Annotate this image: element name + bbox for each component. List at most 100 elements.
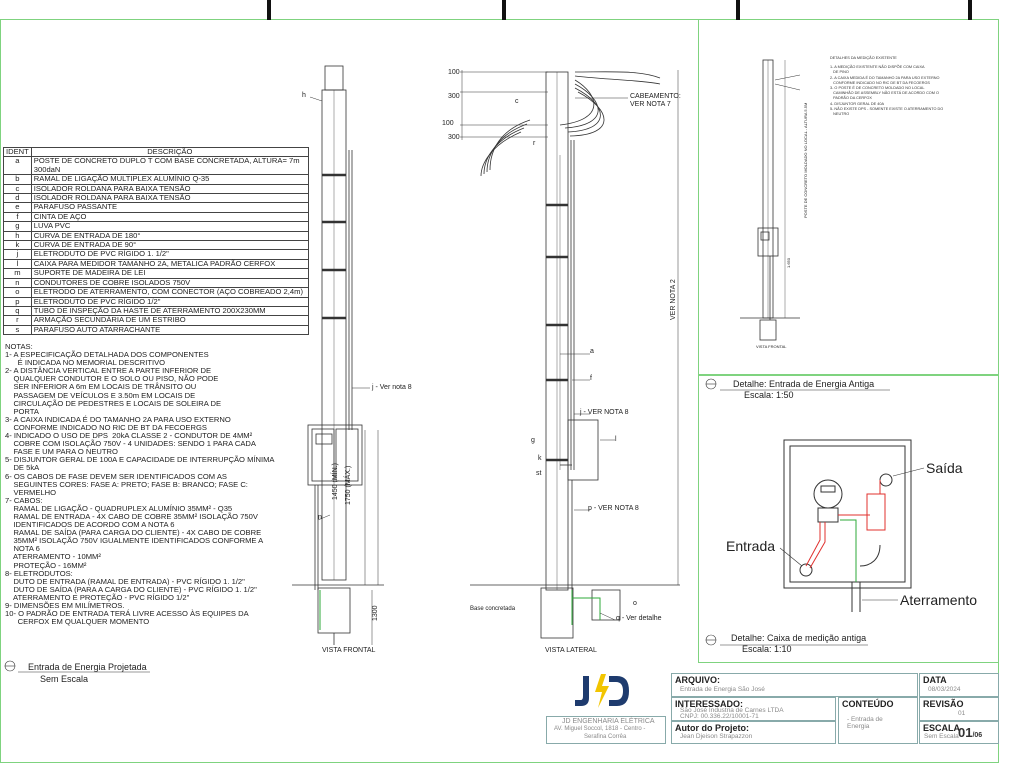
- notes-block: NOTAS: 1- A ESPECIFICAÇÃO DETALHADA DOS …: [5, 342, 275, 627]
- old-pole-caption: POSTE DE CONCRETO MOLDADO NO LOCAL - ALT…: [803, 102, 808, 218]
- note-line: VERMELHO: [5, 487, 57, 497]
- label-lateral-o: o: [633, 600, 637, 607]
- note-line: DE 5kA: [5, 463, 40, 473]
- label-lateral-p: p - VER NOTA 8: [588, 505, 639, 512]
- legend-description: CONDUTORES DE COBRE ISOLADOS 750V: [30, 277, 309, 289]
- note-line: QUALQUER CONDUTOR E O SOLO OU PISO, NÃO …: [5, 374, 219, 384]
- tb-revisao: REVISÃO 01: [919, 697, 999, 721]
- note-line: CERFOX EM QUALQUER MOMENTO: [5, 617, 150, 627]
- old-box-frame: [698, 374, 999, 663]
- tb-revisao-value: 01: [958, 710, 966, 717]
- dim-lateral-300b: 300: [448, 134, 460, 141]
- old-notes-block: DETALHES DA MEDIÇÃO EXISTENTE 1- A MEDIÇ…: [830, 56, 943, 117]
- note-line: 10- O PADRÃO DE ENTRADA TERÁ LIVRE ACESS…: [5, 609, 249, 619]
- logo: ENGENHARIA ELÉTRICA: [573, 672, 631, 725]
- dim-lateral-300a: 300: [448, 93, 460, 100]
- note-line: PASSAGEM DE VEÍCULOS E 3.50m EM LOCAIS D…: [5, 390, 196, 400]
- sheet-tick-2: [502, 0, 506, 20]
- old-entry-frame: [698, 19, 999, 376]
- label-ver-nota-2: VER NOTA 2: [670, 279, 677, 320]
- legend-description: PARAFUSO AUTO ATARRACHANTE: [30, 324, 309, 336]
- note-line: COBRE COM ISOLAÇÃO 750V - 4 UNIDADES: SE…: [5, 439, 256, 449]
- notes-title: NOTAS:: [5, 342, 33, 351]
- tb-autor-value: Jean Djeison Strapazzon: [680, 733, 753, 740]
- tb-escala-label: ESCALA: [923, 723, 961, 733]
- label-base-concretada: Base concretada: [470, 606, 516, 612]
- dim-front-1300: 1300: [372, 605, 379, 621]
- note-line: DUTO DE ENTRADA (RAMAL DE ENTRADA) - PVC…: [5, 576, 245, 586]
- tb-arquivo: ARQUIVO: Entrada de Energia São José: [671, 673, 918, 697]
- tb-data-label: DATA: [923, 675, 947, 685]
- tb-conteudo-value-1: - Entrada de: [847, 716, 883, 723]
- tb-conteudo-value-2: Energia: [847, 723, 870, 730]
- old-note-line: CAMINHÃO DE ASSEMBLY NÃO ESTÁ DE ACORDO …: [830, 91, 939, 96]
- front-meter-box: [307, 424, 363, 486]
- old-dim: 1.650: [786, 257, 791, 268]
- tb-sheet: 01/06: [958, 725, 982, 740]
- note-line: RAMAL DE LIGAÇÃO - QUADRUPLEX ALUMÍNIO 3…: [5, 503, 233, 513]
- note-line: DUTO DE SAÍDA (PARA A CARGA DO CLIENTE) …: [5, 584, 257, 594]
- title-entrada-projetada: Entrada de Energia Projetada: [28, 662, 147, 672]
- legend-description: CAIXA PARA MEDIDOR TAMANHO 2A, METALICA …: [30, 258, 309, 270]
- tb-arquivo-value: Entrada de Energia São José: [680, 686, 765, 693]
- logo-mark: [575, 674, 629, 708]
- old-note-line: 5- NÃO EXISTE DPS - SOMENTE EXISTE O ATE…: [830, 106, 944, 111]
- old-note-line: 1- A MEDIÇÃO EXISTENTE NÃO DISPÕE COM CA…: [830, 65, 925, 70]
- legend-description: ISOLADOR ROLDANA PARA BAIXA TENSÃO: [30, 183, 309, 195]
- scale-entrada-projetada: Sem Escala: [40, 674, 89, 684]
- tb-company: [546, 716, 666, 744]
- dim-lateral-100a: 100: [448, 69, 460, 76]
- label-lateral-l: l: [615, 436, 617, 443]
- note-line: SEGUINTES CORES: FASE A: PRETO; FASE B: …: [5, 479, 248, 489]
- label-lateral-g: g: [531, 437, 535, 444]
- tb-arquivo-label: ARQUIVO:: [675, 675, 720, 685]
- scale-caixa-antiga: Escala: 1:10: [742, 644, 792, 654]
- tb-data: DATA 08/03/2024: [919, 673, 999, 697]
- sheet-tick-1: [267, 0, 271, 20]
- note-line: CONFORME INDICADO NO RIC DE BT DA FECOER…: [5, 422, 207, 432]
- label-lateral-k: k: [538, 455, 542, 462]
- lateral-view-title: VISTA LATERAL: [545, 647, 597, 654]
- label-front-n: n: [318, 514, 322, 521]
- label-lateral-a: a: [590, 348, 594, 355]
- tb-escala-value: Sem Escala: [924, 733, 959, 740]
- title-entrada-antiga: Detalhe: Entrada de Energia Antiga: [733, 379, 875, 389]
- legend-header-cell: DESCRIÇÃO: [30, 146, 309, 158]
- note-line: ATERRAMENTO - 10MM²: [5, 552, 101, 562]
- label-lateral-j: j - VER NOTA 8: [580, 409, 629, 416]
- old-note-line: 4- DISJUNTOR GERAL DE 40A: [830, 101, 885, 106]
- legend-description: ISOLADOR ROLDANA PARA BAIXA TENSÃO: [30, 193, 309, 204]
- legend-description: ARMAÇÃO SECUNDÁRIA DE UM ESTRIBO: [30, 315, 309, 326]
- label-saida: Saída: [926, 460, 963, 476]
- lateral-meter-box: [567, 419, 599, 481]
- label-cabeamento: CABEAMENTO:: [630, 93, 681, 100]
- note-line: FASE E UM PARA O NEUTRO: [5, 447, 118, 457]
- note-line: NOTA 6: [5, 544, 40, 554]
- old-note-line: NEUTRO: [830, 112, 850, 117]
- legend-description: TUBO DE INSPEÇÃO DA HASTE DE ATERRAMENTO…: [30, 305, 309, 317]
- title-caixa-antiga: Detalhe: Caixa de medição antiga: [731, 633, 867, 643]
- note-line: CIRCULAÇÃO DE PEDESTRES E LOCAIS DE SOLE…: [5, 398, 222, 408]
- note-line: É INDICADA NO MEMORIAL DESCRITIVO: [5, 358, 166, 368]
- old-meter-box: [757, 227, 779, 257]
- note-line: 4- INDICADO O USO DE DPS 20kA CLASSE 2 -…: [5, 431, 253, 441]
- label-front-h: h: [302, 92, 306, 99]
- note-line: 8- ELETRODUTOS:: [5, 568, 73, 578]
- legend-description: RAMAL DE LIGAÇÃO MULTIPLEX ALUMÍNIO Q-35: [30, 174, 309, 185]
- old-note-line: 2- A CAIXA MEDIDA É DO TAMANHO 2A PARA U…: [830, 75, 940, 80]
- dim-front-1450: 1450 (MÍN.): [332, 463, 339, 500]
- tb-escala: ESCALA Sem Escala 01/06: [919, 721, 999, 744]
- note-line: 2- A DISTÂNCIA VERTICAL ENTRE A PARTE IN…: [5, 366, 212, 376]
- label-lateral-q: q - Ver detalhe: [616, 615, 662, 622]
- note-line: 6- OS CABOS DE FASE DEVEM SER IDENTIFICA…: [5, 471, 227, 481]
